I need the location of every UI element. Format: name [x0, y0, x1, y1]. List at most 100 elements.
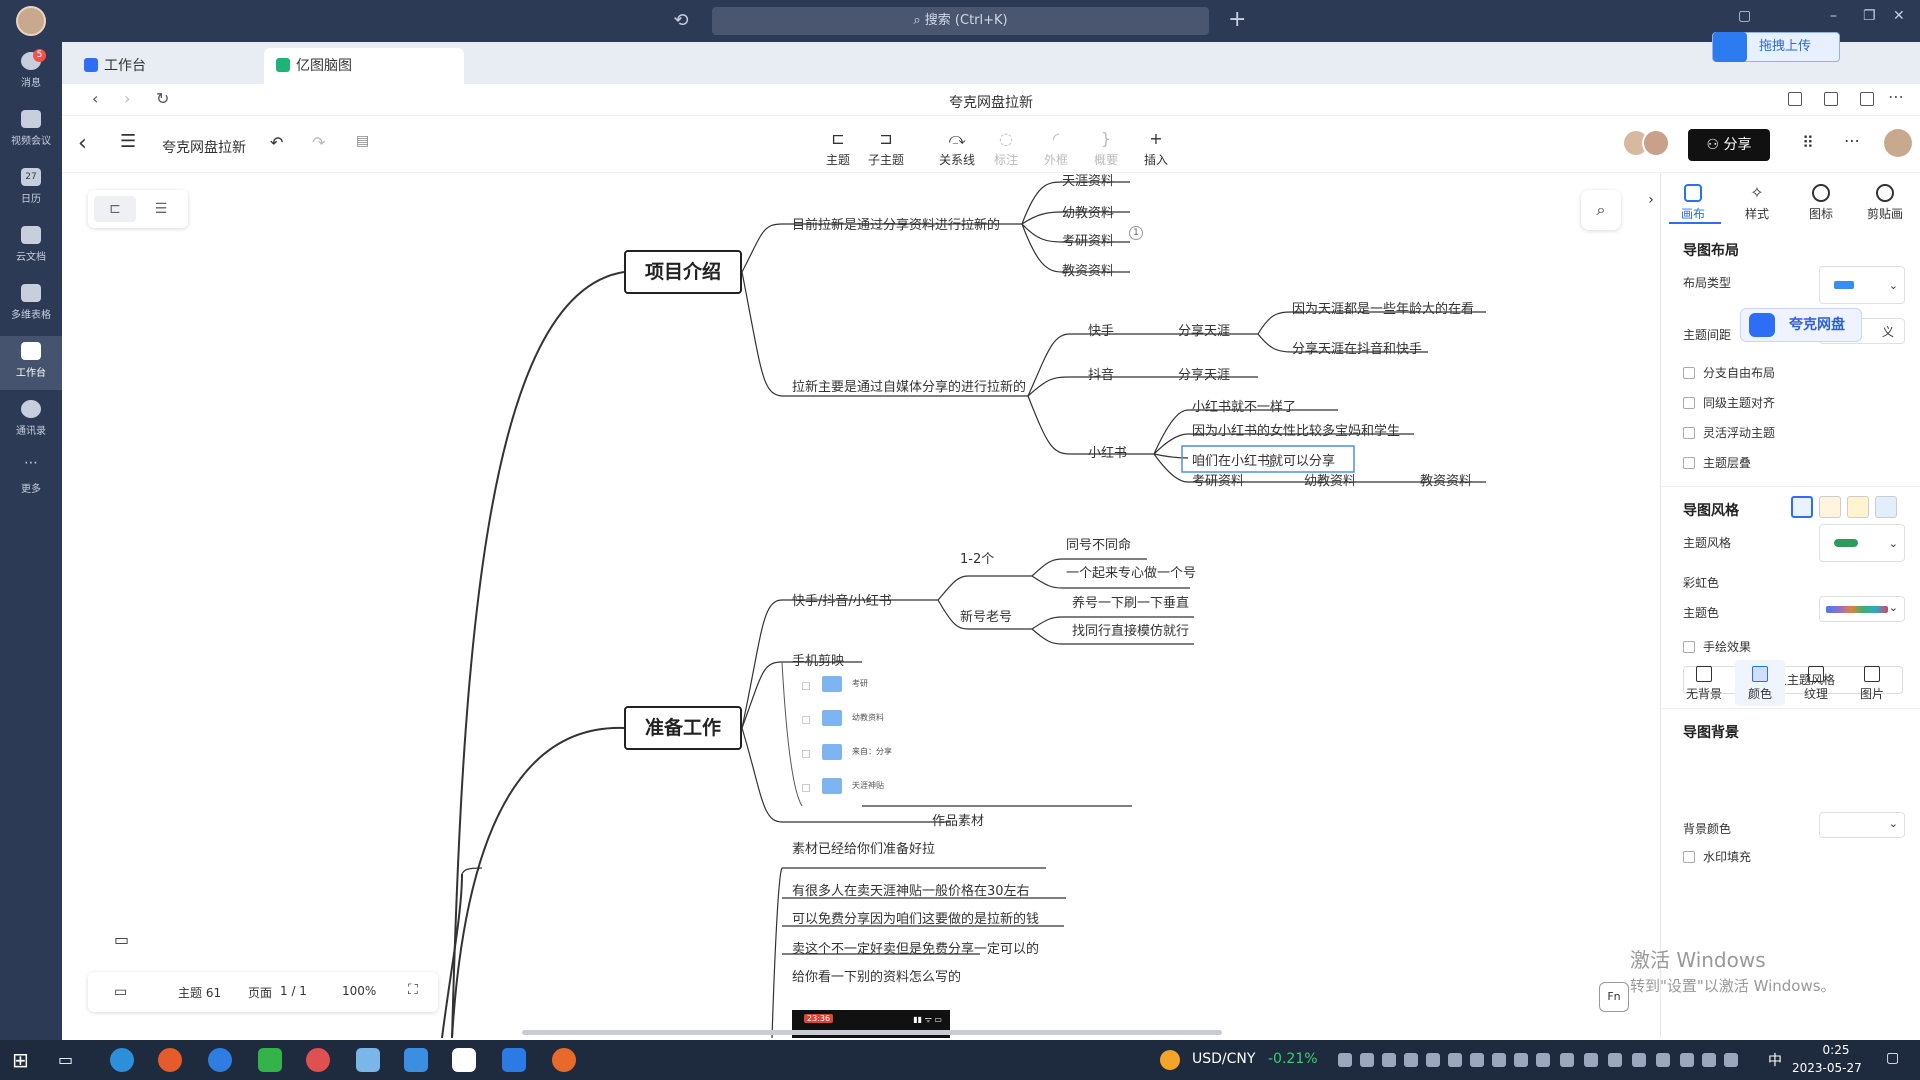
windows-start-icon[interactable]: ⊞	[12, 1048, 29, 1072]
subtopic[interactable]: 养号一下刷一下垂直	[1072, 596, 1190, 611]
subtopic[interactable]: 教资资料	[1420, 474, 1473, 489]
rainbow-option[interactable]	[1791, 496, 1813, 518]
subtopic[interactable]: 1-2个	[960, 552, 995, 567]
file-explorer-icon[interactable]	[356, 1048, 380, 1072]
boundary-button[interactable]: ◜外框	[1036, 129, 1076, 168]
option-hand-drawn[interactable]: 手绘效果	[1683, 638, 1751, 655]
tray-icon[interactable]	[1404, 1053, 1418, 1067]
open-external-icon[interactable]	[1860, 92, 1874, 106]
subtopic[interactable]: 可以免费分享因为咱们这要做的是拉新的钱	[792, 912, 1040, 927]
subtopic[interactable]: 小红书	[1088, 446, 1128, 461]
forward-icon[interactable]: ›	[124, 89, 131, 108]
bg-option-texture[interactable]: 纹理	[1791, 660, 1841, 706]
subtopic[interactable]: 考研资料	[1062, 234, 1115, 249]
bg-color-dropdown[interactable]: ⌄	[1819, 812, 1905, 838]
outline-view-icon[interactable]: ☰	[154, 201, 168, 217]
subtopic[interactable]: 幼教资料	[1304, 474, 1357, 489]
tab-canvas[interactable]: 画布	[1663, 184, 1723, 222]
add-subtopic-button[interactable]: ⊐子主题	[862, 129, 910, 168]
subtopic[interactable]: 给你看一下别的资料怎么写的	[792, 970, 962, 985]
rainbow-option[interactable]	[1847, 496, 1869, 518]
tray-icon[interactable]	[1382, 1053, 1396, 1067]
tray-icon[interactable]	[1536, 1053, 1550, 1067]
subtopic[interactable]: 抖音	[1088, 368, 1115, 383]
ime-indicator[interactable]: 中	[1768, 1053, 1782, 1069]
clock-date[interactable]: 2023-05-27	[1792, 1061, 1862, 1075]
window-icon[interactable]	[1824, 92, 1838, 106]
option-watermark-fill[interactable]: 水印填充	[1683, 848, 1751, 865]
bg-option-image[interactable]: 图片	[1847, 660, 1897, 706]
canvas-search-button[interactable]: ⌕	[1581, 190, 1621, 230]
horizontal-scrollbar[interactable]	[522, 1030, 1222, 1035]
minimize-icon[interactable]: –	[1830, 8, 1837, 24]
outline-map-icon[interactable]: ▭	[114, 984, 128, 1000]
tray-icon[interactable]	[1360, 1053, 1374, 1067]
collaborator-avatar[interactable]	[1642, 129, 1670, 157]
layout-type-dropdown[interactable]: ⌄	[1819, 266, 1905, 304]
subtopic[interactable]: 找同行直接模仿就行	[1072, 624, 1190, 639]
checkbox[interactable]	[802, 682, 810, 690]
user-avatar[interactable]	[16, 6, 46, 36]
rainbow-option[interactable]	[1875, 496, 1897, 518]
collapse-panel-chevron-icon[interactable]: ›	[1648, 192, 1654, 208]
ticker-symbol[interactable]: USD/CNY	[1192, 1051, 1256, 1067]
back-icon[interactable]: ‹	[92, 89, 99, 108]
quark-drive-popup[interactable]: 夸克网盘	[1740, 308, 1862, 342]
user-avatar[interactable]	[1884, 129, 1912, 157]
collapse-count-badge[interactable]: 1	[1129, 226, 1143, 240]
back-arrow-icon[interactable]: ‹	[78, 131, 87, 156]
checkbox[interactable]	[1683, 457, 1695, 469]
undo-icon[interactable]: ↶	[270, 133, 284, 152]
checkbox[interactable]	[1683, 397, 1695, 409]
global-search[interactable]: ⌕ 搜索 (Ctrl+K)	[712, 7, 1209, 35]
subtopic[interactable]: 同号不同命	[1066, 538, 1132, 553]
tray-icon[interactable]	[1680, 1053, 1694, 1067]
option-free-layout[interactable]: 分支自由布局	[1683, 364, 1775, 381]
sidebar-item-contacts[interactable]: 通讯录	[0, 394, 62, 448]
wechat-icon[interactable]	[258, 1048, 282, 1072]
fn-button[interactable]: Fn	[1599, 982, 1629, 1012]
tray-icon[interactable]	[1656, 1053, 1670, 1067]
k-app-icon[interactable]	[208, 1048, 232, 1072]
tab-style[interactable]: ✧样式	[1727, 184, 1787, 222]
checkbox[interactable]	[802, 716, 810, 724]
main-topic[interactable]: 项目介绍	[624, 250, 742, 294]
subtopic[interactable]: 天涯资料	[1062, 174, 1115, 189]
subtopic[interactable]: 分享天涯	[1178, 368, 1231, 383]
robot-icon[interactable]	[1788, 92, 1802, 106]
redo-icon[interactable]: ↷	[312, 133, 326, 152]
theme-color-dropdown[interactable]: ⌄	[1819, 596, 1905, 622]
doc-title[interactable]: 夸克网盘拉新	[162, 140, 246, 156]
sidebar-item-messages[interactable]: 5 消息	[0, 46, 62, 100]
subtopic[interactable]: 快手	[1088, 324, 1115, 339]
subtopic[interactable]: 有很多人在卖天涯神贴一般价格在30左右	[792, 884, 1030, 899]
subtopic[interactable]: 新号老号	[960, 610, 1013, 625]
subtopic[interactable]: 因为天涯都是一些年龄大的在看	[1292, 302, 1475, 317]
mindmap-view-icon[interactable]: ⊏	[94, 196, 136, 222]
mic-icon[interactable]	[1338, 1053, 1352, 1067]
subtopic[interactable]: 素材已经给你们准备好拉	[792, 842, 936, 857]
checkbox[interactable]	[1683, 367, 1695, 379]
history-icon[interactable]: ⟲	[673, 10, 689, 31]
subtopic[interactable]: 分享天涯在抖音和快手	[1292, 342, 1423, 357]
feishu-icon[interactable]	[404, 1048, 428, 1072]
apps-grid-icon[interactable]: ⠿	[1802, 133, 1814, 152]
task-view-icon[interactable]: ▭	[58, 1050, 74, 1069]
sidebar-item-video[interactable]: 视频会议	[0, 104, 62, 158]
tray-icon[interactable]	[1632, 1053, 1646, 1067]
page-value[interactable]: 1 / 1	[280, 984, 307, 998]
summary-button[interactable]: }概要	[1086, 129, 1126, 168]
subtopic[interactable]: 目前拉新是通过分享资料进行拉新的	[792, 218, 1001, 233]
subtopic[interactable]: 卖这个不一定好卖但是免费分享一定可以的	[792, 942, 1040, 957]
option-topic-overlap[interactable]: 主题层叠	[1683, 454, 1751, 471]
game-app-icon[interactable]	[552, 1048, 576, 1072]
notification-icon[interactable]: ▢	[1886, 1050, 1900, 1066]
subtopic[interactable]: 作品素材	[932, 814, 985, 829]
tray-icon[interactable]	[1448, 1053, 1462, 1067]
subtopic[interactable]: 拉新主要是通过自媒体分享的进行拉新的	[792, 380, 1027, 395]
onedrive-icon[interactable]	[502, 1048, 526, 1072]
sidebar-item-tables[interactable]: 多维表格	[0, 278, 62, 332]
subtopic[interactable]: 考研资料	[1192, 474, 1245, 489]
sidebar-item-docs[interactable]: 云文档	[0, 220, 62, 274]
maximize-icon[interactable]: ❐	[1863, 8, 1876, 24]
